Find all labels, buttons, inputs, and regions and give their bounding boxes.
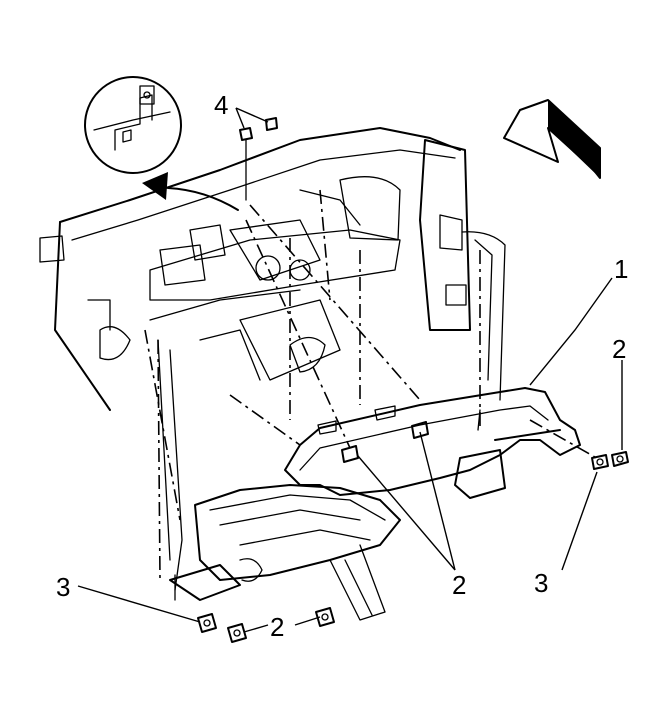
callout-1: 1	[614, 254, 628, 284]
support-rods	[157, 339, 561, 591]
detail-pointer-arrow	[142, 172, 239, 211]
callout-4: 4	[214, 90, 228, 120]
fasteners	[197, 117, 629, 643]
bolt-bottom-left-3	[197, 613, 217, 633]
callout-2-middle: 2	[452, 570, 466, 600]
callout-2-right: 2	[612, 334, 626, 364]
bolt-right-2	[611, 451, 629, 467]
callout-3-right: 3	[534, 568, 548, 598]
callouts: 1 2 2 2 3 3 4	[56, 90, 628, 642]
lower-bracket-assembly	[169, 484, 401, 621]
bolt-mid-2	[411, 421, 429, 439]
dash-components	[149, 176, 401, 381]
dash-panel-outline	[39, 127, 506, 411]
alignment-lines	[144, 189, 601, 581]
leader-lines	[77, 107, 623, 633]
screw-top-4	[239, 117, 278, 201]
callout-3-left: 3	[56, 572, 70, 602]
detail-view-circle	[84, 76, 182, 174]
bolt-mid-1	[341, 445, 359, 463]
bolt-right-3	[591, 454, 609, 470]
front-direction-arrow	[503, 99, 601, 179]
bolt-bottom-2b	[315, 607, 335, 627]
bolt-bottom-2a	[227, 623, 247, 643]
callout-2-bottom: 2	[270, 612, 284, 642]
